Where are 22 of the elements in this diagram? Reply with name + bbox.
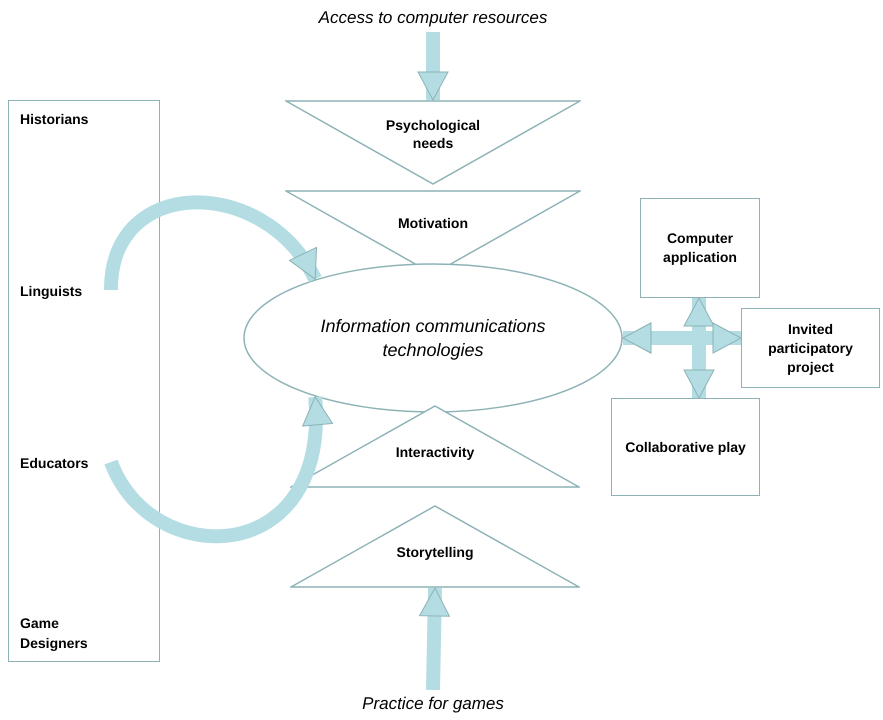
block-arrow: [418, 588, 450, 690]
stage-label: Psychological needs: [384, 116, 482, 152]
role-label: Linguists: [20, 282, 84, 301]
outcome-box: [611, 398, 760, 496]
caption-text: Practice for games: [362, 693, 504, 716]
stage-label: Interactivity: [394, 443, 476, 461]
stage-label: Storytelling: [395, 543, 474, 561]
box-label: Computer application: [662, 229, 738, 267]
role-label: Game Designers: [20, 614, 89, 653]
block-arrow: [418, 32, 448, 100]
caption-text: Access to computer resources: [318, 7, 548, 30]
block-arrow: [104, 195, 322, 291]
box-label: Collaborative play: [625, 438, 746, 456]
box-label: Invited participatory project: [767, 320, 854, 376]
block-arrow: [104, 396, 331, 543]
group-box: [8, 100, 160, 662]
outcome-box: [640, 198, 760, 298]
role-label: Historians: [20, 110, 90, 129]
role-label: Educators: [20, 454, 90, 473]
ellipse-label: Information communications technologies: [319, 315, 547, 362]
stage-label: Motivation: [397, 214, 469, 232]
outcome-box: [741, 308, 880, 388]
